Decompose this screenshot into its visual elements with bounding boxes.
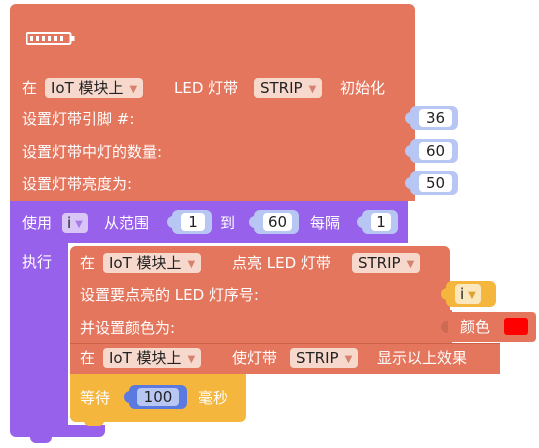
color-picker-block[interactable]: 颜色 bbox=[441, 312, 536, 342]
show-module-dropdown-label: IoT 模块上 bbox=[109, 349, 182, 367]
show-strip-dropdown-label: STRIP bbox=[296, 349, 339, 367]
count-number-field[interactable]: 60 bbox=[419, 142, 452, 160]
init-led-label: LED 灯带 bbox=[174, 79, 239, 97]
wait-label: 等待 bbox=[80, 389, 111, 407]
brightness-label: 设置灯带亮度为: bbox=[22, 175, 133, 193]
index-label: 设置要点亮的 LED 灯序号: bbox=[80, 286, 259, 304]
index-var-label: i bbox=[460, 285, 465, 303]
loop-step-label: 每隔 bbox=[310, 214, 341, 232]
init-suffix: 初始化 bbox=[340, 79, 386, 97]
show-suffix: 显示以上效果 bbox=[377, 349, 468, 367]
init-module-dropdown-label: IoT 模块上 bbox=[51, 79, 124, 97]
loop-from-label: 从范围 bbox=[104, 214, 150, 232]
chevron-down-icon: ▼ bbox=[308, 84, 317, 95]
wait-notch bbox=[84, 420, 104, 426]
from-number-block[interactable]: 1 bbox=[167, 210, 212, 234]
init-strip-dropdown[interactable]: STRIP ▼ bbox=[254, 78, 323, 98]
variable-connector bbox=[441, 288, 448, 300]
number-connector bbox=[405, 112, 412, 124]
led-strip-icon bbox=[25, 31, 76, 47]
brightness-number-field[interactable]: 50 bbox=[419, 174, 452, 192]
chevron-down-icon: ▼ bbox=[75, 219, 83, 230]
number-connector bbox=[357, 216, 364, 228]
count-number-block[interactable]: 60 bbox=[405, 139, 458, 163]
index-variable-block[interactable]: i▼ bbox=[441, 281, 496, 307]
pin-number-field[interactable]: 36 bbox=[419, 109, 452, 127]
init-prefix: 在 bbox=[22, 79, 38, 97]
light-prefix: 在 bbox=[80, 254, 96, 272]
light-module-dropdown-label: IoT 模块上 bbox=[109, 254, 182, 272]
init-module-dropdown[interactable]: IoT 模块上 ▼ bbox=[45, 78, 144, 98]
number-connector bbox=[249, 216, 256, 228]
show-prefix: 在 bbox=[80, 349, 96, 367]
led-strip-init-block[interactable] bbox=[10, 4, 415, 201]
loop-to-label: 到 bbox=[220, 214, 236, 232]
number-connector bbox=[405, 145, 412, 157]
loop-use-label: 使用 bbox=[22, 214, 53, 232]
show-module-dropdown[interactable]: IoT 模块上 ▼ bbox=[103, 348, 202, 368]
wait-unit: 毫秒 bbox=[198, 389, 229, 407]
number-connector bbox=[124, 391, 131, 403]
from-number-field[interactable]: 1 bbox=[181, 213, 205, 231]
color-block-label: 颜色 bbox=[460, 318, 491, 336]
pin-number-block[interactable]: 36 bbox=[405, 106, 458, 130]
number-connector bbox=[405, 177, 412, 189]
chevron-down-icon: ▼ bbox=[344, 354, 353, 365]
light-action-label: 点亮 LED 灯带 bbox=[232, 254, 331, 272]
loop-notch bbox=[30, 435, 52, 443]
wait-number-field[interactable]: 100 bbox=[137, 388, 179, 406]
wait-number-block[interactable]: 100 bbox=[124, 385, 187, 409]
chevron-down-icon: ▼ bbox=[187, 259, 196, 270]
step-number-field[interactable]: 1 bbox=[371, 213, 391, 231]
loop-left-arm bbox=[10, 243, 68, 435]
chevron-down-icon: ▼ bbox=[187, 354, 196, 365]
step-number-block[interactable]: 1 bbox=[357, 210, 398, 234]
color-swatch[interactable] bbox=[504, 318, 528, 335]
chevron-down-icon: ▼ bbox=[468, 290, 476, 301]
loop-bottom-arm bbox=[10, 425, 105, 437]
show-strip-dropdown[interactable]: STRIP ▼ bbox=[290, 348, 359, 368]
loop-var-dropdown[interactable]: i▼ bbox=[62, 213, 88, 233]
to-number-field[interactable]: 60 bbox=[263, 213, 292, 231]
loop-do-label: 执行 bbox=[22, 253, 53, 271]
color-label: 并设置颜色为: bbox=[80, 319, 176, 337]
light-module-dropdown[interactable]: IoT 模块上 ▼ bbox=[103, 253, 202, 273]
chevron-down-icon: ▼ bbox=[129, 84, 138, 95]
color-connector bbox=[441, 321, 448, 333]
brightness-number-block[interactable]: 50 bbox=[405, 171, 458, 195]
index-var-dropdown[interactable]: i▼ bbox=[455, 284, 481, 304]
to-number-block[interactable]: 60 bbox=[249, 210, 299, 234]
number-connector bbox=[167, 216, 174, 228]
show-action-label: 使灯带 bbox=[232, 349, 278, 367]
light-strip-dropdown[interactable]: STRIP ▼ bbox=[352, 253, 421, 273]
init-strip-dropdown-label: STRIP bbox=[260, 79, 303, 97]
chevron-down-icon: ▼ bbox=[406, 259, 415, 270]
light-strip-dropdown-label: STRIP bbox=[358, 254, 401, 272]
count-label: 设置灯带中灯的数量: bbox=[22, 143, 163, 161]
loop-var-label: i bbox=[67, 214, 72, 232]
pin-label: 设置灯带引脚 #: bbox=[22, 110, 135, 128]
